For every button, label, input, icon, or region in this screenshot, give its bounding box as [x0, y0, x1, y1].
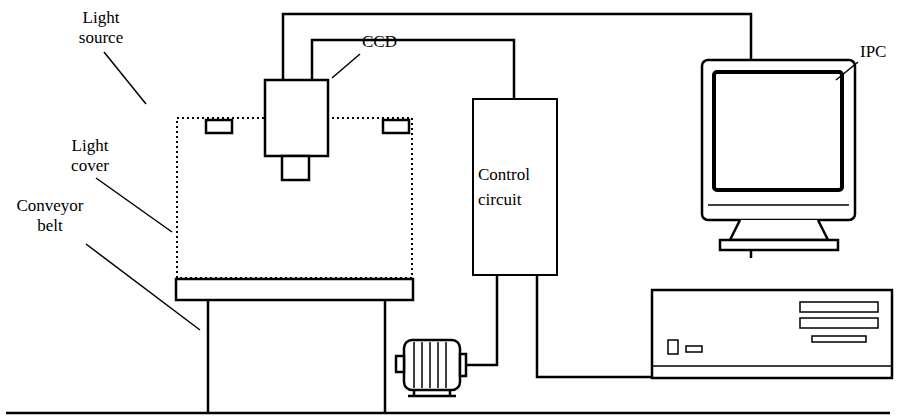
belt-leg [207, 300, 210, 413]
computer-illustration [652, 60, 892, 378]
camera-lens [282, 156, 309, 180]
part-label: Conveyor belt [8, 196, 92, 236]
leader-line [86, 244, 200, 330]
leader-line [836, 62, 858, 80]
leader-line [104, 52, 146, 104]
control-box: Control circuit [472, 98, 558, 276]
motor-symbol [396, 340, 466, 396]
leader-line [96, 178, 172, 232]
signal-wire [312, 40, 514, 98]
belt-leg [384, 300, 387, 413]
ccd-camera [265, 80, 328, 156]
light-source [383, 120, 409, 133]
part-label: IPC [860, 42, 904, 62]
part-label: Light source [70, 8, 132, 48]
light-source [206, 120, 232, 133]
part-label: Light cover [62, 136, 118, 176]
part-label: CCD [362, 32, 408, 52]
signal-wire [537, 276, 652, 377]
conveyor-belt [176, 279, 413, 300]
leader-line [332, 54, 360, 78]
ground-line [6, 412, 890, 415]
signal-wire [465, 276, 497, 365]
box-text: Control circuit [478, 162, 552, 212]
